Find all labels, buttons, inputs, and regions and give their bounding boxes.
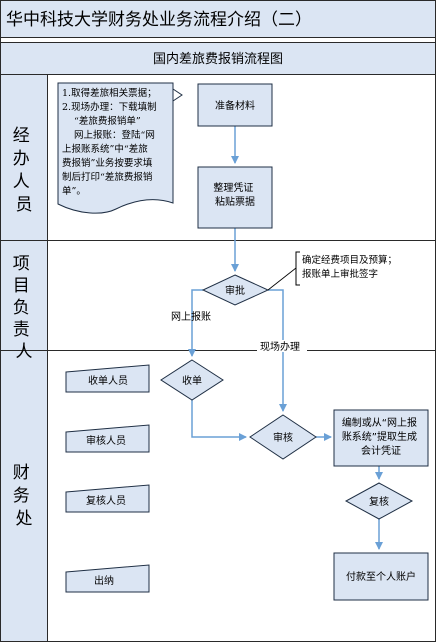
role-rechecker [65,484,150,513]
handler-note [57,82,174,214]
node-review-label: 审核 [273,431,293,444]
lane-label-finance: 财 务 处 [13,463,35,529]
role-cashier [65,564,150,593]
edge-label-online: 网上报账 [171,310,211,323]
title-bar [0,0,436,38]
node-compile [333,409,429,467]
role-reviewer [65,424,150,453]
role-collector-label: 收单人员 [88,374,128,387]
node-pay [333,552,429,601]
node-approve [201,274,270,306]
handler-note-text: 1.取得差旅相关票据； 2.现场办理：下载填制 “差旅费报销单” 网上报账：登陆… [62,87,160,197]
edge-approve-online [188,289,203,357]
edge-collect-to-review [191,400,247,441]
node-collect [160,359,224,401]
approval-note-connector [267,267,297,291]
node-recheck-label: 复核 [369,495,389,508]
node-collect-label: 收单 [182,374,202,387]
node-organize [197,166,273,229]
edge-label-onsite: 现场办理 [260,340,300,353]
node-prepare-label: 准备材料 [215,99,255,112]
lane-label-handler: 经 办 人 员 [13,126,35,215]
role-rechecker-label: 复核人员 [86,494,126,507]
node-pay-label: 付款至个人账户 [346,570,416,583]
lane-label-column [0,74,48,642]
approval-note-bracket [295,251,300,286]
lane-label-project: 项 目 负 责 人 [13,254,35,362]
node-recheck [344,482,414,520]
subtitle-bar [0,42,436,75]
approval-note-text: 确定经费项目及预算； 报账单上审批签字 [302,254,400,280]
edge-label-onsite-bg [257,340,307,352]
role-collector [65,364,150,393]
edge-approve-onsite [268,289,287,412]
node-compile-label: 编制或从“网上报 账系统”提取生成 会计凭证 [342,416,420,457]
node-organize-label: 整理凭证 粘贴票据 [213,181,256,208]
node-review [249,414,317,460]
node-approve-label: 审批 [225,284,245,297]
node-prepare [197,83,273,127]
page-title: 华中科技大学财务处业务流程介绍（二） [6,10,312,30]
diagram-subtitle: 国内差旅费报销流程图 [153,51,283,67]
role-reviewer-label: 审核人员 [86,434,126,447]
role-cashier-label: 出纳 [94,574,114,587]
note-pointer-icon [172,88,183,102]
